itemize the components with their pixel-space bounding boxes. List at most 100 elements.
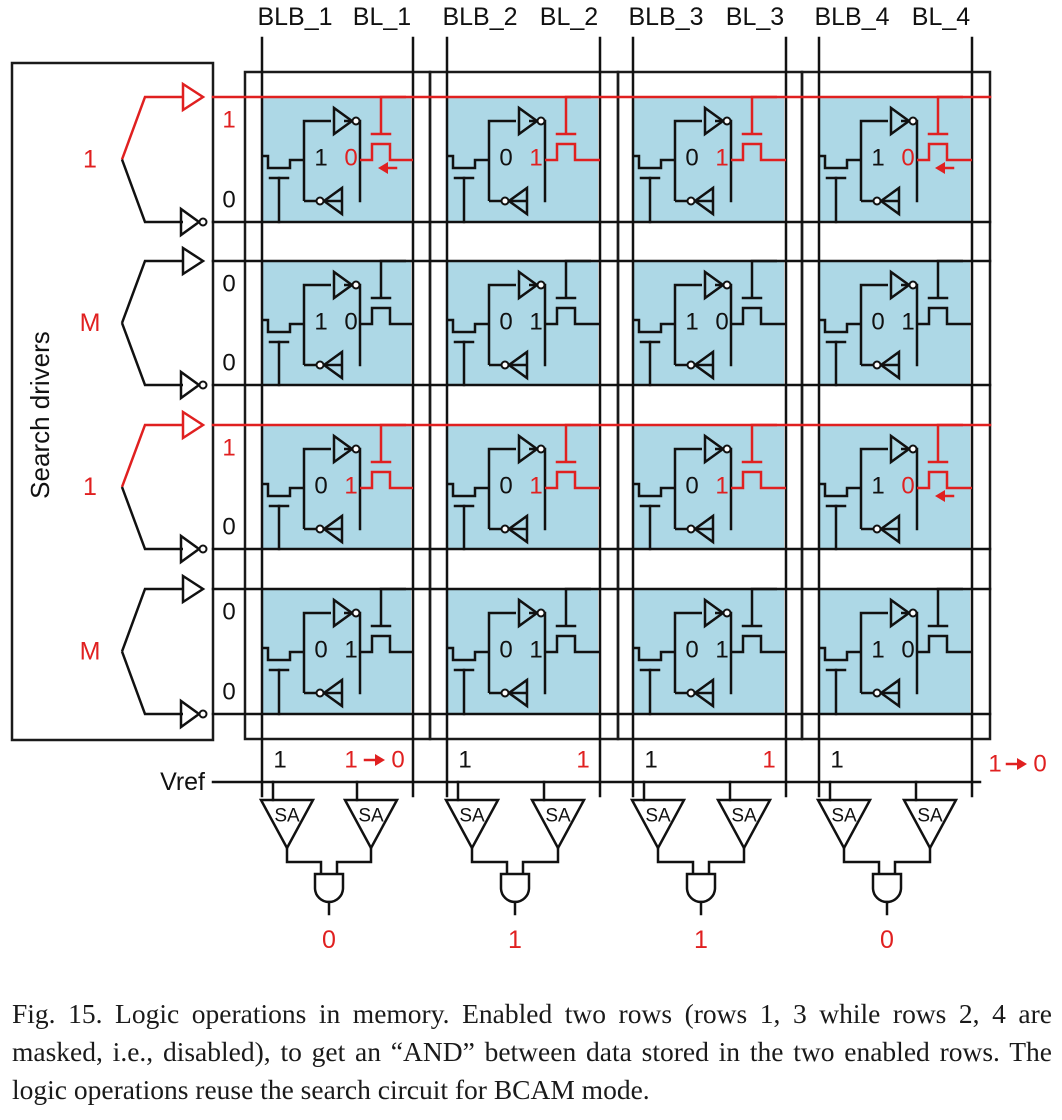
left-access (819, 318, 861, 334)
right-access (360, 634, 413, 654)
sram-cell-r2-c3 (633, 259, 786, 387)
search-top-value-1: 1 (222, 107, 235, 134)
blb-label-3: BLB_3 (628, 3, 703, 31)
and-gate-icon (499, 872, 531, 904)
right-access (545, 634, 600, 654)
blb-label-2: BLB_2 (442, 3, 517, 31)
sense-amp-4-1 (815, 780, 873, 851)
latch-left (487, 283, 516, 365)
bl-label-2: BL_2 (540, 3, 598, 31)
driver-inverter-icon (179, 698, 202, 730)
driver-fork-top (120, 95, 183, 160)
search-value-2: M (80, 309, 101, 337)
bl-after-4: 0 (1033, 751, 1046, 778)
bl-change-arrow-icon (375, 754, 385, 766)
right-gate-wire (379, 423, 406, 462)
inverter-bubble-icon (500, 524, 510, 534)
right-access (360, 306, 413, 326)
search-drivers-label: Search drivers (25, 331, 55, 499)
driver-fork-bottom (120, 651, 183, 716)
inverter-bubble-icon (686, 688, 696, 698)
and-gate-icon (685, 872, 717, 904)
right-access (917, 634, 972, 654)
sa-label: SA (731, 806, 757, 827)
sense-amp-4-2 (901, 780, 959, 851)
discharge-arrow-icon (378, 162, 388, 174)
inverter-icon (703, 433, 726, 465)
left-access (447, 318, 489, 334)
latch-left (673, 119, 702, 201)
latch-left (302, 119, 331, 201)
latch-left (673, 283, 702, 365)
and-gate-icon (313, 872, 345, 904)
right-access (731, 634, 786, 654)
stored-q: 1 (685, 309, 698, 336)
sa-to-and-left (656, 848, 695, 874)
latch-left (673, 611, 702, 693)
right-gate-wire (936, 259, 963, 298)
sram-cell-r4-c2 (447, 587, 600, 716)
search-value-4: M (80, 638, 101, 666)
right-gate-wire (564, 423, 591, 462)
right-access (545, 306, 600, 326)
driver-fork-top (120, 259, 183, 324)
inverter-icon (692, 677, 715, 709)
stored-qb: 1 (901, 309, 914, 336)
latch-left (859, 283, 888, 365)
inverter-bubble-icon (872, 524, 882, 534)
inverter-icon (692, 349, 715, 381)
stored-q: 1 (871, 145, 884, 172)
inverter-bubble-icon (351, 444, 361, 454)
right-gate-wire (750, 259, 777, 298)
inverter-bubble-icon (908, 280, 918, 290)
sense-amp-icon (815, 798, 873, 851)
latch-left (302, 283, 331, 365)
driver-bubble-icon (198, 544, 208, 554)
stored-q: 1 (871, 637, 884, 664)
left-access (819, 482, 861, 498)
inverter-bubble-icon (686, 360, 696, 370)
sram-cell-r3-c4 (819, 423, 972, 551)
inverter-bubble-icon (536, 280, 546, 290)
blb-label-1: BLB_1 (257, 3, 332, 31)
left-access (447, 154, 489, 170)
sense-amp-2-2 (529, 780, 587, 851)
driver-fork-bottom (120, 159, 183, 224)
right-access (917, 306, 972, 326)
left-access (633, 482, 675, 498)
stored-qb: 0 (901, 145, 914, 172)
stored-qb: 0 (344, 309, 357, 336)
blb-state-4: 1 (830, 747, 843, 774)
search-drivers-box (10, 61, 215, 742)
sram-cell-r2-c2 (447, 259, 600, 387)
left-access (633, 646, 675, 662)
inverter-icon (878, 349, 901, 381)
right-gate-wire (936, 587, 963, 626)
driver-buffer-icon (181, 573, 206, 605)
driver-buffer-icon (181, 81, 206, 113)
inverter-bubble-icon (686, 196, 696, 206)
sense-amp-icon (529, 798, 587, 851)
sa-label: SA (274, 806, 300, 827)
right-gate-wire (564, 95, 591, 134)
discharge-arrow-icon (935, 162, 945, 174)
stored-q: 0 (499, 637, 512, 664)
sram-cell-r1-c2 (447, 95, 600, 224)
inverter-icon (889, 433, 912, 465)
figure-caption: Fig. 15. Logic operations in memory. Ena… (12, 998, 1052, 1105)
left-access (633, 154, 675, 170)
stored-q: 0 (685, 637, 698, 664)
inverter-bubble-icon (536, 444, 546, 454)
left-access (262, 318, 304, 334)
stored-qb: 1 (529, 473, 542, 500)
sram-cell-r3-c3 (633, 423, 786, 551)
inverter-icon (889, 597, 912, 629)
left-access (447, 482, 489, 498)
stored-q: 0 (499, 473, 512, 500)
inverter-icon (878, 513, 901, 545)
right-access (360, 142, 413, 162)
inverter-bubble-icon (722, 116, 732, 126)
stored-qb: 1 (715, 473, 728, 500)
sense-amp-3-1 (629, 780, 687, 851)
inverter-icon (506, 185, 529, 217)
